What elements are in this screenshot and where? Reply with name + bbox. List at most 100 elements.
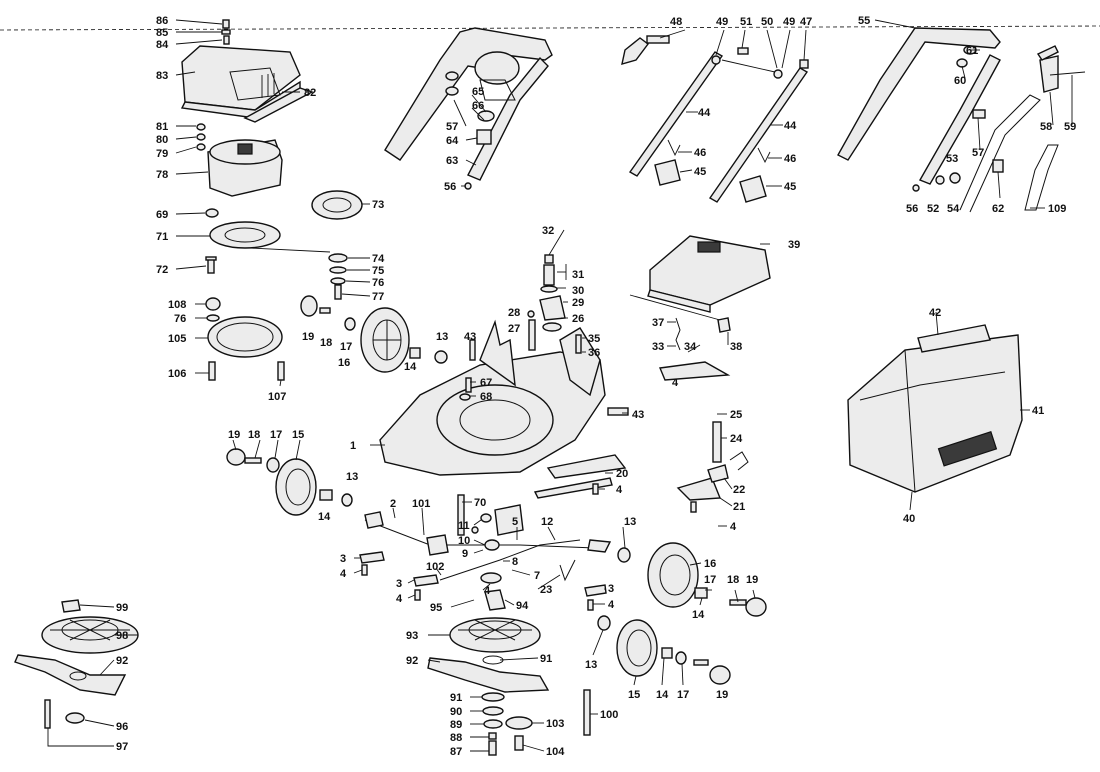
callout: 92 bbox=[406, 655, 418, 667]
handle-assembly-a bbox=[384, 27, 553, 190]
callout: 65 bbox=[472, 86, 484, 98]
callout: 107 bbox=[268, 391, 286, 403]
blade-fan-left bbox=[41, 599, 139, 654]
motor-nut bbox=[205, 208, 219, 218]
callout: 108 bbox=[168, 299, 186, 311]
callout: 56 bbox=[444, 181, 456, 193]
callout: 30 bbox=[572, 285, 584, 297]
clip-parts-b bbox=[912, 109, 1004, 192]
small-washers-left bbox=[196, 123, 206, 151]
handle-assembly-b bbox=[837, 27, 1086, 185]
callout: 3 bbox=[608, 583, 614, 595]
callout: 66 bbox=[472, 100, 484, 112]
callout: 84 bbox=[156, 39, 169, 51]
lid-screw bbox=[221, 19, 231, 45]
callout: 73 bbox=[372, 199, 384, 211]
callout: 78 bbox=[156, 169, 168, 181]
callout: 49 bbox=[716, 16, 728, 28]
callout: 34 bbox=[684, 341, 697, 353]
callout: 43 bbox=[464, 331, 476, 343]
handle-pins bbox=[711, 47, 809, 79]
callout: 16 bbox=[704, 558, 716, 570]
callout: 69 bbox=[156, 209, 168, 221]
callout: 4 bbox=[608, 599, 615, 611]
callout: 50 bbox=[761, 16, 773, 28]
callout: 102 bbox=[426, 561, 444, 573]
callout: 46 bbox=[784, 153, 796, 165]
handle-fasteners-a bbox=[445, 71, 459, 96]
grass-box bbox=[847, 324, 1023, 493]
callout: 83 bbox=[156, 70, 168, 82]
callout: 61 bbox=[966, 45, 978, 57]
callout: 52 bbox=[927, 203, 939, 215]
callout: 18 bbox=[248, 429, 260, 441]
callout: 89 bbox=[450, 719, 462, 731]
lid-strip bbox=[243, 87, 314, 123]
callout: 16 bbox=[338, 357, 350, 369]
callout: 3 bbox=[340, 553, 346, 565]
blade-center bbox=[427, 655, 550, 693]
callout: 103 bbox=[546, 718, 564, 730]
callout: 26 bbox=[572, 313, 584, 325]
callout: 32 bbox=[542, 225, 554, 237]
callout: 47 bbox=[800, 16, 812, 28]
callout: 27 bbox=[508, 323, 520, 335]
switch-rod bbox=[629, 294, 731, 381]
callout: 19 bbox=[716, 689, 728, 701]
wheel-mid-left bbox=[226, 448, 353, 516]
deck-upper-fittings bbox=[459, 254, 629, 416]
callout: 54 bbox=[947, 203, 960, 215]
axle-linkage bbox=[364, 494, 612, 611]
callout: 4 bbox=[616, 484, 623, 496]
callout: 33 bbox=[652, 341, 664, 353]
callout: 104 bbox=[546, 746, 565, 758]
bearing-ring-105 bbox=[205, 297, 285, 381]
callout: 5 bbox=[512, 516, 518, 528]
callout: 57 bbox=[446, 121, 458, 133]
motor-flange bbox=[209, 221, 281, 249]
callout: 62 bbox=[992, 203, 1004, 215]
callout: 51 bbox=[740, 16, 752, 28]
callout: 41 bbox=[1032, 405, 1044, 417]
callout: 8 bbox=[512, 556, 518, 568]
callout: 43 bbox=[632, 409, 644, 421]
callout: 17 bbox=[677, 689, 689, 701]
callout: 59 bbox=[1064, 121, 1076, 133]
wheel-top-left bbox=[300, 295, 448, 373]
callout: 101 bbox=[412, 498, 430, 510]
wheel-right bbox=[617, 542, 767, 617]
callout: 7 bbox=[534, 570, 540, 582]
callout: 13 bbox=[624, 516, 636, 528]
callout: 44 bbox=[784, 120, 797, 132]
cable-109 bbox=[959, 94, 1059, 213]
callout: 35 bbox=[588, 333, 600, 345]
callout: 85 bbox=[156, 27, 168, 39]
gasket-plate bbox=[311, 190, 363, 220]
callout: 57 bbox=[972, 147, 984, 159]
callout: 100 bbox=[600, 709, 618, 721]
callout: 19 bbox=[228, 429, 240, 441]
callout: 58 bbox=[1040, 121, 1052, 133]
callout: 67 bbox=[480, 377, 492, 389]
callout: 40 bbox=[903, 513, 915, 525]
mower-deck bbox=[379, 319, 606, 476]
callout: 106 bbox=[168, 368, 186, 380]
blade-bolt-left bbox=[44, 699, 85, 729]
callout: 63 bbox=[446, 155, 458, 167]
leader-lines bbox=[47, 19, 1073, 752]
callout: 24 bbox=[730, 433, 743, 445]
callout: 95 bbox=[430, 602, 442, 614]
callout: 79 bbox=[156, 148, 168, 160]
callout: 20 bbox=[616, 468, 628, 480]
callout: 17 bbox=[270, 429, 282, 441]
callout: 21 bbox=[733, 501, 745, 513]
callout: 4 bbox=[730, 521, 737, 533]
callout: 4 bbox=[672, 377, 679, 389]
callout: 10 bbox=[458, 535, 470, 547]
callout: 9 bbox=[462, 548, 468, 560]
callout: 28 bbox=[508, 307, 520, 319]
callout: 14 bbox=[656, 689, 669, 701]
cutting-height-parts bbox=[533, 421, 749, 513]
callout: 94 bbox=[516, 600, 529, 612]
